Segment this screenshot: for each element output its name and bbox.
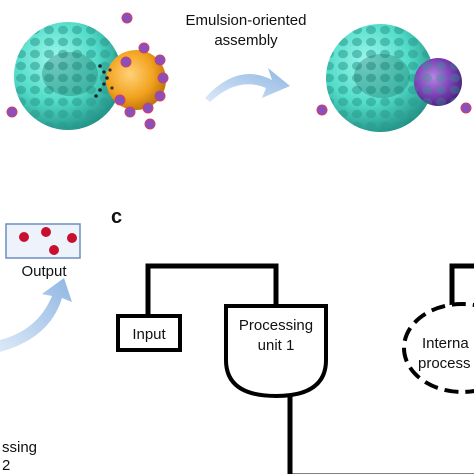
red-dot <box>49 245 59 255</box>
internal-process-label-2: process <box>418 355 471 372</box>
top-panel: Emulsion-oriented assembly <box>6 12 472 132</box>
cut-processing-label-1: ssing <box>2 439 37 456</box>
dark-particle-chain <box>94 64 114 98</box>
circuit-wires <box>145 263 474 474</box>
assembly-arrow <box>205 68 290 102</box>
cyan-sphere-left <box>14 22 122 130</box>
red-dot <box>67 233 77 243</box>
processing-unit-1-label-1: Processing <box>239 317 313 334</box>
caption-line-2: assembly <box>214 32 278 49</box>
input-node <box>116 314 182 352</box>
output-label: Output <box>21 263 67 280</box>
input-label: Input <box>132 326 166 343</box>
processing-unit-1-label-2: unit 1 <box>258 337 295 354</box>
panel-c: c Input Processing unit 1 Interna proces… <box>111 206 474 474</box>
nanoparticle-cluster-right <box>316 102 472 116</box>
internal-process-node <box>402 302 474 394</box>
left-fragment-panel: Output ssing 2 <box>0 223 81 474</box>
cut-processing-label-2: 2 <box>2 457 10 474</box>
caption-line-1: Emulsion-oriented <box>186 12 307 29</box>
nanoparticle-cluster-left <box>6 12 169 130</box>
panel-letter-c: c <box>111 206 122 228</box>
internal-process-label-1: Interna <box>422 335 469 352</box>
red-dot <box>19 232 29 242</box>
output-arrow <box>0 278 72 352</box>
processing-unit-1-node <box>224 304 328 399</box>
cyan-sphere-right <box>326 24 434 132</box>
red-dot <box>41 227 51 237</box>
purple-droplet <box>414 58 462 106</box>
